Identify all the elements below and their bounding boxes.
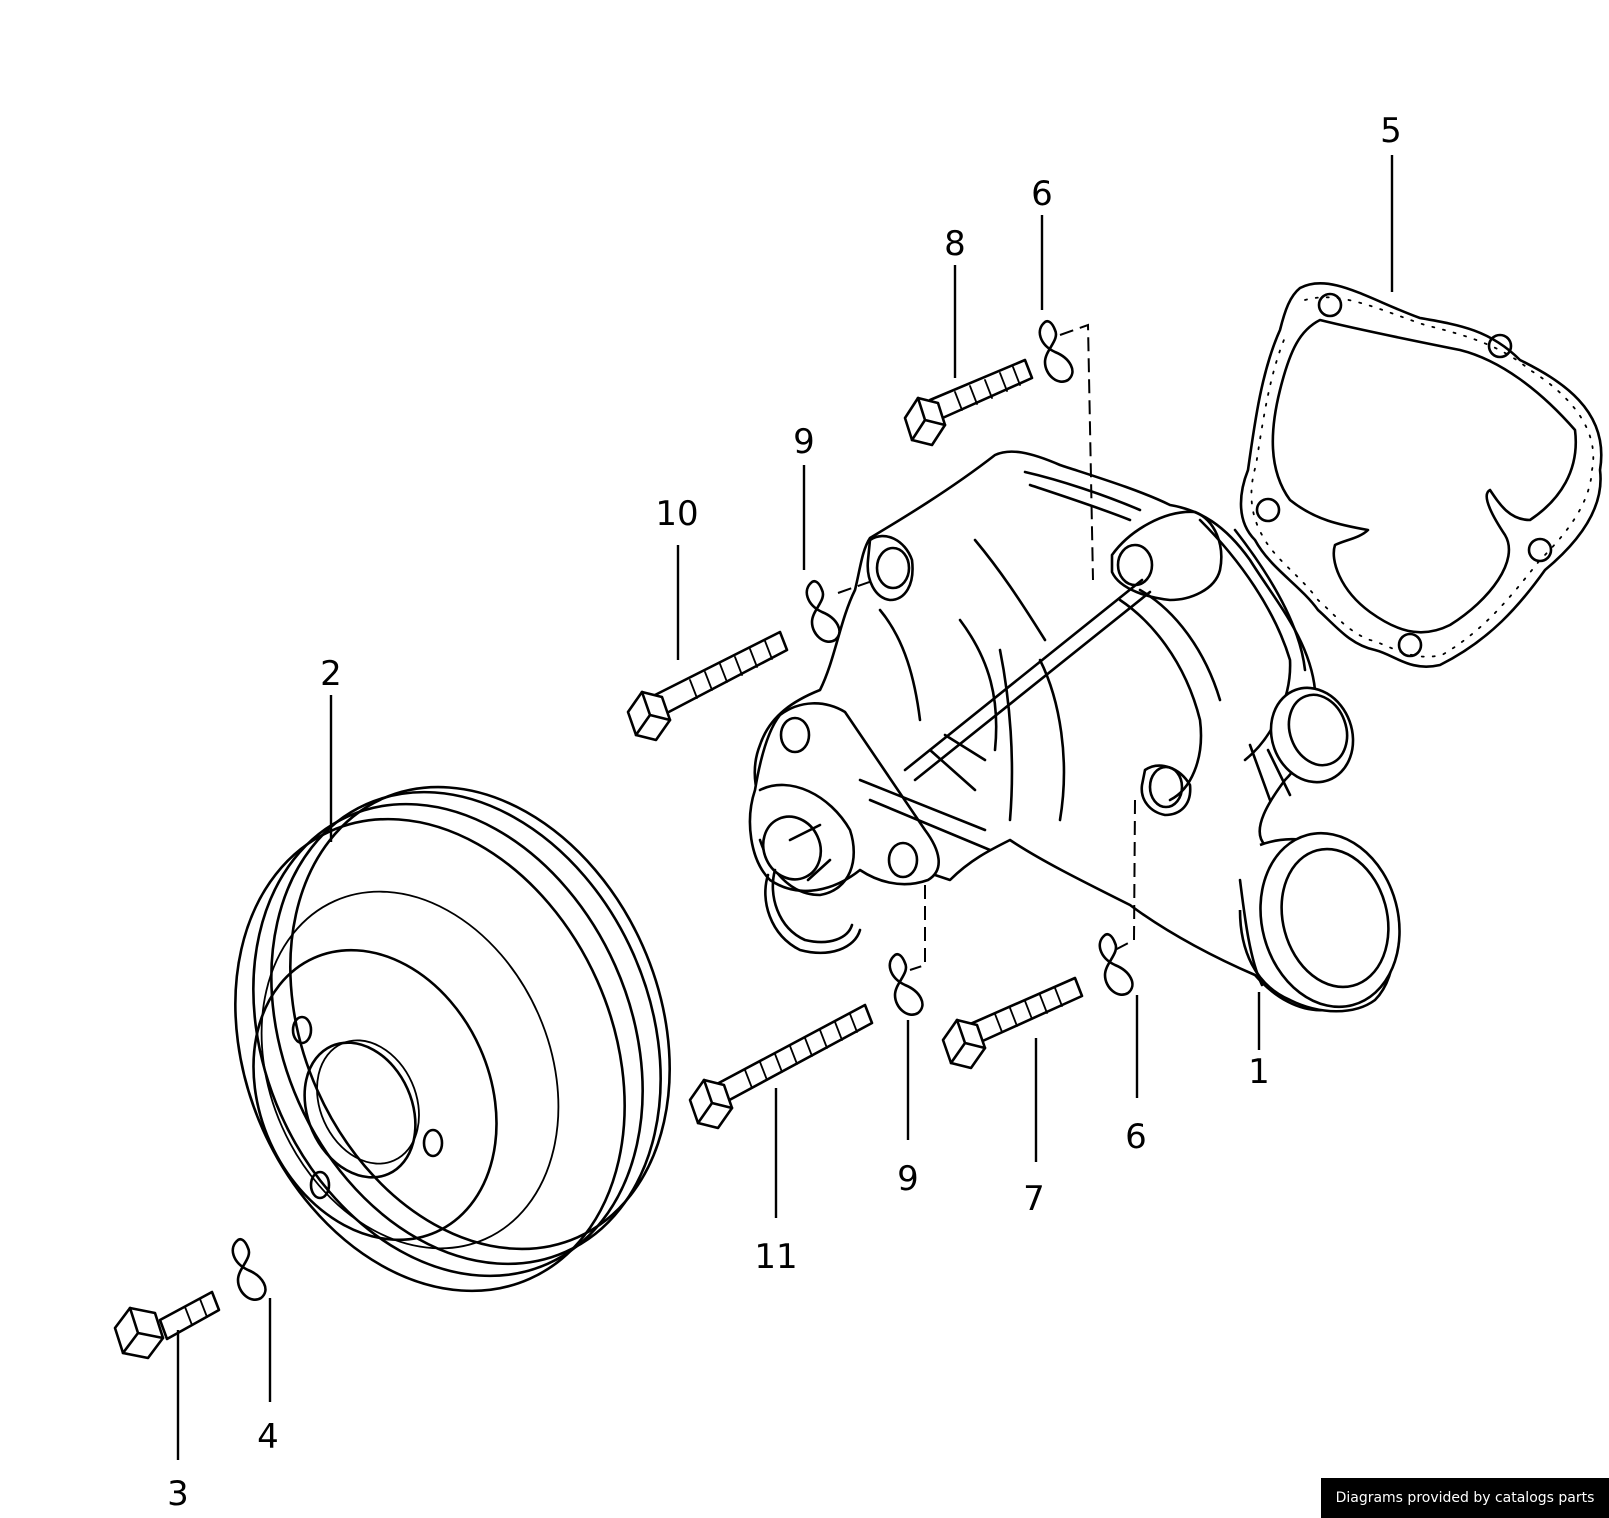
pulley[interactable] bbox=[163, 726, 740, 1353]
pump-hub[interactable] bbox=[748, 702, 992, 897]
callout-5: 5 bbox=[1380, 111, 1402, 151]
callout-7: 7 bbox=[1023, 1179, 1045, 1219]
gasket[interactable] bbox=[1239, 282, 1603, 668]
washer-6-bottom[interactable] bbox=[1098, 932, 1134, 996]
washer-9-bottom[interactable] bbox=[888, 952, 924, 1016]
bolt-7[interactable] bbox=[941, 976, 1084, 1070]
callout-8: 8 bbox=[944, 224, 966, 264]
bolt-11[interactable] bbox=[688, 1003, 874, 1130]
seal-ring[interactable] bbox=[764, 868, 862, 955]
callout-6-top: 6 bbox=[1031, 174, 1053, 214]
callout-3: 3 bbox=[167, 1474, 189, 1514]
callout-labels: 1 2 3 4 5 6 6 7 8 9 9 10 11 bbox=[167, 111, 1402, 1514]
credit-banner: Diagrams provided by catalogs parts bbox=[1321, 1478, 1609, 1518]
bolt-10[interactable] bbox=[626, 630, 789, 742]
callout-4: 4 bbox=[257, 1417, 279, 1457]
bolt-8[interactable] bbox=[903, 358, 1034, 447]
water-pump[interactable] bbox=[753, 450, 1419, 1023]
callout-9-bottom: 9 bbox=[897, 1159, 919, 1199]
bolt-3[interactable] bbox=[113, 1290, 221, 1360]
callout-10: 10 bbox=[655, 494, 698, 534]
credit-text: Diagrams provided by catalogs parts bbox=[1335, 1490, 1595, 1506]
callout-2: 2 bbox=[320, 654, 342, 694]
alignment-lines bbox=[837, 323, 1136, 971]
callout-11: 11 bbox=[754, 1237, 797, 1277]
leader-lines bbox=[176, 155, 1394, 1460]
callout-1: 1 bbox=[1248, 1052, 1270, 1092]
callout-6-bottom: 6 bbox=[1125, 1117, 1147, 1157]
washer-9-top[interactable] bbox=[805, 579, 841, 643]
washer-6-top[interactable] bbox=[1038, 319, 1074, 383]
washer-4[interactable] bbox=[231, 1237, 267, 1301]
callout-9-top: 9 bbox=[793, 422, 815, 462]
